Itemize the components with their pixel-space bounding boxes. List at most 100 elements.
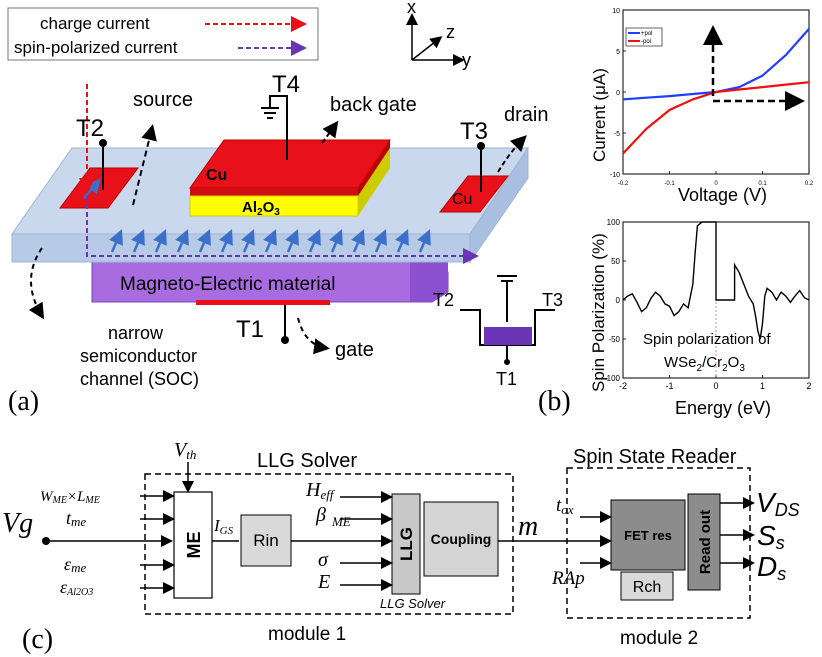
iv-xtick-label: -0.1: [664, 181, 675, 187]
sp-ytick-label: 0: [616, 296, 621, 305]
llg-solver-title: LLG Solver: [257, 450, 357, 472]
sp-xtick-label: 1: [760, 381, 765, 391]
inset-t3-label: T3: [542, 290, 563, 310]
module2-label: module 2: [620, 628, 698, 649]
terminal-t4-label: T4: [272, 71, 300, 98]
me-material-label: Magneto-Electric material: [120, 274, 335, 295]
iv-xtick-label: 0.2: [805, 181, 814, 187]
spin-arrow-icon: [417, 229, 431, 253]
module1-label: module 1: [268, 624, 346, 645]
al2o3-label: Al2O3: [242, 199, 280, 218]
rin-block: [240, 514, 292, 567]
w-times-l-label: WME×LME: [40, 489, 100, 506]
source-label: source: [133, 89, 193, 111]
tox-label: tox: [556, 495, 574, 517]
vth-label: Vth: [174, 439, 196, 462]
spin-arrow-icon: [285, 229, 299, 253]
spin-arrow-icon: [263, 229, 277, 253]
iv-xtick-label: -0.2: [618, 181, 629, 187]
channel-slab-front: [11, 233, 471, 263]
iv-legend-pos: +pol: [641, 31, 653, 37]
iv-ytick-label: -5: [614, 131, 620, 138]
spin-arrow-row: [83, 178, 431, 253]
legend-box: [7, 7, 319, 61]
sp-ytick-label: 100: [607, 218, 621, 227]
sp-ylabel: Spin Polarization (%): [589, 233, 608, 392]
vds-label: VDS: [756, 487, 800, 520]
channel-label-line2: semiconductor: [80, 346, 197, 366]
spin-arrow-icon: [307, 229, 321, 253]
channel-label-line3: channel (SOC): [80, 369, 199, 389]
legend-charge-label: charge current: [40, 14, 150, 33]
t-me-label: tme: [66, 508, 86, 529]
axis-z-label: z: [446, 22, 455, 42]
drain-label: drain: [504, 104, 548, 126]
h-eff-label: Heff: [305, 479, 336, 502]
iv-series-line-1: [622, 81, 810, 155]
iv-ytick-label: -10: [610, 172, 620, 179]
rch-label: Rch: [633, 579, 661, 596]
legend-spin-label: spin-polarized current: [14, 38, 178, 57]
coupling-block: [423, 501, 499, 577]
iv-ytick-label: 10: [612, 8, 620, 15]
spin-reader-title: Spin State Reader: [573, 446, 737, 468]
sp-annotation-line1: Spin polarization of: [643, 331, 771, 348]
iv-chart-series: [622, 28, 810, 155]
module2-box: [566, 467, 751, 619]
llg-solver-caption: LLG Solver: [380, 596, 446, 611]
inset-t1-label: T1: [496, 369, 517, 389]
iv-xtick-label: 0: [714, 181, 718, 187]
igs-label: IGS: [213, 516, 234, 537]
e-label: E: [317, 571, 330, 593]
fet-res-label: FET res: [624, 528, 672, 543]
spin-arrow-icon: [197, 229, 211, 253]
ss-label: Ss: [757, 520, 785, 553]
sp-xlabel: Energy (eV): [675, 398, 771, 418]
iv-ytick-label: 0: [616, 90, 620, 97]
spin-arrow-icon: [175, 229, 189, 253]
gate-label: gate: [335, 339, 374, 361]
panel-a-label: (a): [8, 386, 39, 417]
spin-arrow-icon: [109, 229, 123, 253]
terminal-t1-label: T1: [236, 316, 264, 343]
inset-t2-label: T2: [433, 290, 454, 310]
sp-xtick-label: -1: [665, 381, 673, 391]
sp-xtick-label: 0: [713, 381, 718, 391]
rch-block: [620, 571, 674, 601]
iv-ytick-label: 5: [616, 49, 620, 56]
m-label: m: [518, 511, 538, 542]
spin-arrow-icon: [351, 229, 365, 253]
me-block: [173, 491, 213, 599]
rap-label: RAp: [551, 568, 585, 589]
coupling-block-label: Coupling: [431, 531, 492, 547]
terminal-t3-label: T3: [460, 118, 488, 145]
terminal-t2-label: T2: [76, 115, 104, 142]
rin-block-label: Rin: [253, 531, 279, 550]
fet-res-block: [610, 499, 686, 571]
panel-c-block-diagram: LLG Solver Spin State Reader ME Rin LLG …: [2, 439, 800, 655]
sp-series-line-0: [622, 221, 810, 340]
back-gate-label: back gate: [330, 94, 417, 116]
llg-block-label: LLG: [397, 527, 416, 561]
spin-arrow-icon: [373, 229, 387, 253]
sp-ytick-label: 50: [611, 257, 620, 266]
sp-xtick-label: -2: [619, 381, 627, 391]
axis-y-label: y: [462, 50, 471, 70]
bottom-gate-electrode: [196, 300, 330, 305]
cu-drain-label: Cu: [452, 191, 472, 208]
cu-drain-pad: [438, 175, 510, 213]
me-block-label: ME: [184, 532, 204, 559]
spin-arrow-icon: [219, 229, 233, 253]
axis-x-label: x: [407, 0, 416, 17]
cu-gate-label: Cu: [206, 167, 227, 184]
spin-current-path: [86, 196, 479, 264]
spin-arrow-icon: [395, 229, 409, 253]
inset-circuit-icon: T2 T3 T1: [433, 275, 563, 389]
sp-ytick-label: -50: [608, 335, 620, 344]
sp-chart-series: [622, 221, 810, 340]
llg-block: [391, 493, 421, 595]
